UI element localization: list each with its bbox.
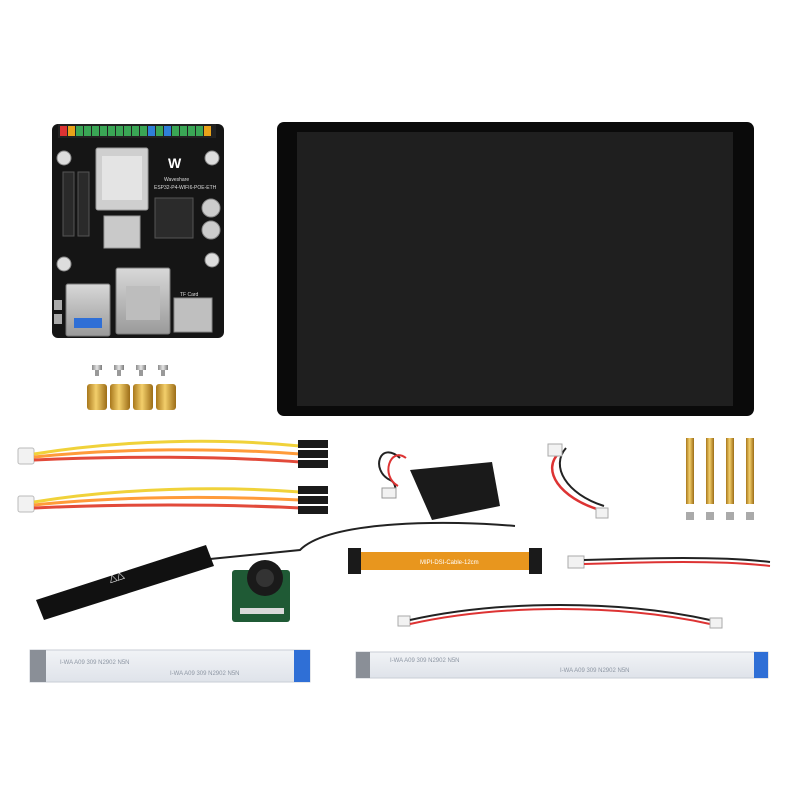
power-cable-long	[397, 604, 723, 629]
jumper-cable-2	[17, 486, 328, 514]
camera-module	[232, 560, 290, 622]
brass-standoffs-short	[87, 384, 176, 410]
ffc-cable-camera: I-WA A09 309 N2902 N5N I-WA A09 309 N290…	[29, 649, 311, 683]
speaker-module	[378, 451, 500, 520]
ffc-text-3: I-WA A09 309 N2902 N5N	[390, 658, 459, 664]
brass-standoffs-long	[686, 438, 754, 520]
waveshare-logo: W	[168, 155, 182, 171]
gpio-header	[58, 124, 216, 138]
sd-card-label: TF Card	[180, 292, 199, 298]
jumper-cable-1	[17, 439, 328, 468]
ffc-text-4: I-WA A09 309 N2902 N5N	[560, 668, 629, 674]
mipi-dsi-cable: MIPI-DSI-Cable-12cm	[348, 548, 542, 574]
touch-display	[277, 122, 754, 416]
ffc-text-2: I-WA A09 309 N2902 N5N	[170, 671, 239, 677]
ffc-text-1: I-WA A09 309 N2902 N5N	[60, 660, 129, 666]
screws-small	[92, 365, 168, 376]
svg-text:W: W	[168, 155, 182, 171]
svg-text:△△: △△	[108, 570, 126, 585]
ffc-cable-display: I-WA A09 309 N2902 N5N I-WA A09 309 N290…	[355, 651, 769, 679]
board-brand: Waveshare	[164, 177, 189, 183]
esp32-p4-board: W Waveshare ESP32-P4-WIFI6-POE-ETH TF Ca…	[52, 124, 224, 338]
mipi-cable-label: MIPI-DSI-Cable-12cm	[420, 560, 479, 566]
power-cable-short	[547, 443, 609, 519]
board-model: ESP32-P4-WIFI6-POE-ETH	[154, 185, 217, 191]
wifi-antenna: △△	[36, 521, 516, 620]
power-cable-medium	[567, 555, 771, 569]
